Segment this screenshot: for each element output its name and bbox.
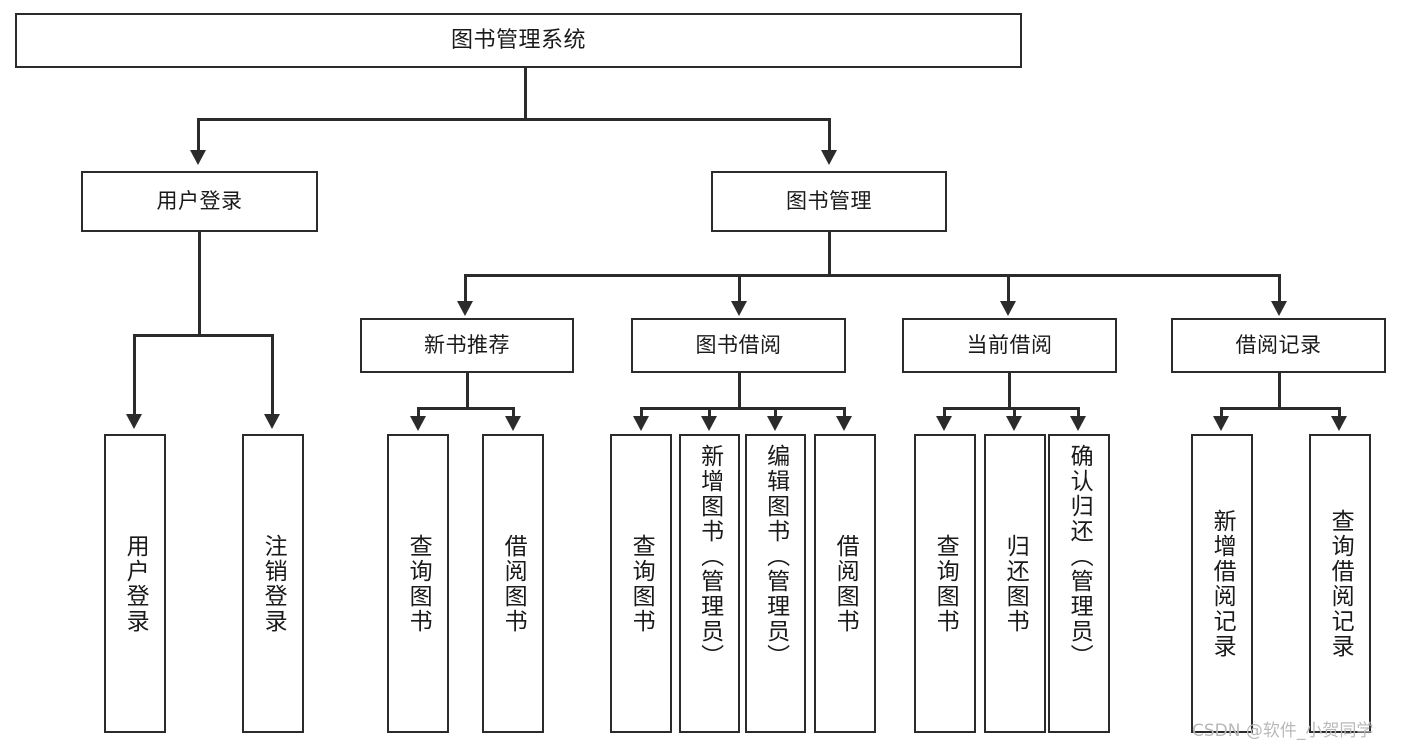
node-leaf-borrow-book-2[interactable]: 借阅图书 <box>814 434 876 733</box>
node-leaf-add-record[interactable]: 新增借阅记录 <box>1191 434 1253 733</box>
arrow-book-manage-to-book-borrow <box>731 301 747 316</box>
node-new-book-rec[interactable]: 新书推荐 <box>360 318 574 373</box>
connector-current-borrow-to-leaf-2 <box>1013 407 1016 419</box>
connector-book-manage-to-book-borrow <box>738 274 741 304</box>
node-leaf-confirm-return[interactable]: 确认归还（管理员） <box>1048 434 1110 733</box>
arrow-book-borrow-to-leaf-3 <box>767 416 783 431</box>
node-book-borrow-label: 图书借阅 <box>695 333 782 358</box>
node-leaf-query-book-1[interactable]: 查询图书 <box>387 434 449 733</box>
connector-new-book-rec-to-leaf-2 <box>512 407 515 419</box>
node-leaf-add-record-label: 新增借阅记录 <box>1209 508 1236 659</box>
node-leaf-user-login[interactable]: 用户登录 <box>104 434 166 733</box>
node-borrow-record[interactable]: 借阅记录 <box>1171 318 1386 373</box>
node-leaf-confirm-return-label: 确认归还（管理员） <box>1066 444 1093 669</box>
connector-current-borrow-to-leaf-1 <box>943 407 946 419</box>
arrow-current-borrow-to-leaf-2 <box>1006 416 1022 431</box>
node-root[interactable]: 图书管理系统 <box>15 13 1022 68</box>
node-leaf-edit-book-label: 编辑图书（管理员） <box>762 444 789 669</box>
node-current-borrow-label: 当前借阅 <box>966 333 1053 358</box>
connector-user-login-stem <box>198 232 201 336</box>
connector-borrow-record-to-leaf-2 <box>1338 407 1341 419</box>
node-leaf-query-book-2-label: 查询图书 <box>628 533 655 634</box>
node-user-login-label: 用户登录 <box>156 189 243 214</box>
arrow-new-book-rec-to-leaf-1 <box>410 416 426 431</box>
connector-borrow-record-to-leaf-1 <box>1220 407 1223 419</box>
arrow-borrow-record-to-leaf-1 <box>1213 416 1229 431</box>
connector-book-manage-bus <box>464 274 1280 277</box>
node-leaf-add-book[interactable]: 新增图书（管理员） <box>679 434 740 733</box>
node-user-login[interactable]: 用户登录 <box>81 171 318 232</box>
node-leaf-borrow-book-2-label: 借阅图书 <box>832 533 859 634</box>
connector-user-login-to-leaf-2 <box>271 334 274 416</box>
node-leaf-logout-label: 注销登录 <box>260 533 287 634</box>
csdn-watermark: CSDN @软件_小贺同学 <box>1192 721 1374 741</box>
connector-root-to-user-login <box>197 118 200 153</box>
arrow-book-borrow-to-leaf-2 <box>701 416 717 431</box>
connector-new-book-rec-bus <box>417 407 515 410</box>
node-leaf-return-book-label: 归还图书 <box>1002 533 1029 634</box>
connector-root-stem <box>524 68 527 120</box>
node-leaf-query-record-label: 查询借阅记录 <box>1327 508 1354 659</box>
connector-book-borrow-to-leaf-4 <box>843 407 846 419</box>
connector-book-borrow-to-leaf-3 <box>774 407 777 419</box>
connector-book-manage-to-new-book-rec <box>464 274 467 304</box>
node-book-manage-label: 图书管理 <box>786 189 872 214</box>
arrow-current-borrow-to-leaf-3 <box>1070 416 1086 431</box>
arrow-root-to-user-login <box>190 150 206 165</box>
node-root-label: 图书管理系统 <box>450 27 586 53</box>
node-leaf-borrow-book-1-label: 借阅图书 <box>500 533 527 634</box>
node-leaf-edit-book[interactable]: 编辑图书（管理员） <box>745 434 806 733</box>
arrow-user-login-to-leaf-1 <box>126 414 142 429</box>
node-leaf-add-book-label: 新增图书（管理员） <box>696 444 723 669</box>
arrow-new-book-rec-to-leaf-2 <box>505 416 521 431</box>
node-leaf-borrow-book-1[interactable]: 借阅图书 <box>482 434 544 733</box>
node-leaf-query-record[interactable]: 查询借阅记录 <box>1309 434 1371 733</box>
node-current-borrow[interactable]: 当前借阅 <box>902 318 1117 373</box>
connector-new-book-rec-stem <box>466 373 469 409</box>
connector-book-manage-to-current-borrow <box>1007 274 1010 304</box>
connector-new-book-rec-to-leaf-1 <box>417 407 420 419</box>
node-leaf-query-book-3-label: 查询图书 <box>932 533 959 634</box>
arrow-book-manage-to-borrow-record <box>1271 301 1287 316</box>
connector-current-borrow-to-leaf-3 <box>1077 407 1080 419</box>
node-leaf-user-login-label: 用户登录 <box>122 533 149 634</box>
node-leaf-query-book-3[interactable]: 查询图书 <box>914 434 976 733</box>
connector-book-borrow-to-leaf-2 <box>708 407 711 419</box>
connector-book-borrow-to-leaf-1 <box>640 407 643 419</box>
node-book-borrow[interactable]: 图书借阅 <box>631 318 846 373</box>
node-leaf-logout[interactable]: 注销登录 <box>242 434 304 733</box>
arrow-book-manage-to-new-book-rec <box>457 301 473 316</box>
arrow-book-borrow-to-leaf-1 <box>633 416 649 431</box>
node-new-book-rec-label: 新书推荐 <box>424 333 510 358</box>
connector-book-manage-to-borrow-record <box>1278 274 1281 304</box>
arrow-root-to-book-manage <box>821 150 837 165</box>
arrow-book-borrow-to-leaf-4 <box>836 416 852 431</box>
connector-user-login-bus <box>133 334 271 337</box>
arrow-current-borrow-to-leaf-1 <box>936 416 952 431</box>
connector-book-borrow-stem <box>738 373 741 409</box>
connector-root-to-book-manage <box>828 118 831 153</box>
connector-current-borrow-bus <box>943 407 1079 410</box>
node-borrow-record-label: 借阅记录 <box>1235 333 1322 358</box>
arrow-borrow-record-to-leaf-2 <box>1331 416 1347 431</box>
node-leaf-query-book-1-label: 查询图书 <box>405 533 432 634</box>
connector-current-borrow-stem <box>1008 373 1011 409</box>
node-book-manage[interactable]: 图书管理 <box>711 171 947 232</box>
connector-user-login-to-leaf-1 <box>133 334 136 416</box>
node-leaf-query-book-2[interactable]: 查询图书 <box>610 434 672 733</box>
arrow-user-login-to-leaf-2 <box>264 414 280 429</box>
arrow-book-manage-to-current-borrow <box>1000 301 1016 316</box>
connector-root-bus <box>197 118 831 121</box>
node-leaf-return-book[interactable]: 归还图书 <box>984 434 1046 733</box>
connector-book-borrow-bus <box>640 407 845 410</box>
connector-book-manage-stem <box>828 232 831 276</box>
connector-borrow-record-stem <box>1278 373 1281 409</box>
connector-borrow-record-bus <box>1220 407 1340 410</box>
